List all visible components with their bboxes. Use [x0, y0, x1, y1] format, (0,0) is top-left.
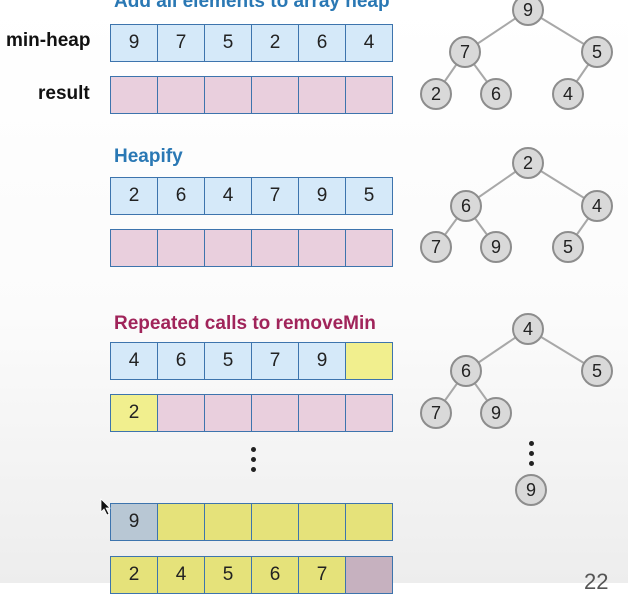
svg-text:4: 4 [592, 196, 602, 216]
tree-node: 2 [512, 147, 544, 179]
array-cell: 9 [298, 342, 346, 380]
array-cell: 9 [298, 177, 346, 215]
array-cell [251, 229, 299, 267]
tree-node: 6 [480, 78, 512, 110]
svg-text:9: 9 [523, 0, 533, 20]
tree-node: 6 [450, 190, 482, 222]
svg-text:2: 2 [431, 84, 441, 104]
array-cell: 6 [251, 556, 299, 594]
svg-text:6: 6 [491, 84, 501, 104]
heap-array-1: 9 7 5 2 6 4 [110, 24, 393, 62]
array-cell: 2 [110, 556, 158, 594]
array-cell [251, 394, 299, 432]
tree-node: 7 [420, 231, 452, 263]
array-cell [157, 503, 205, 541]
heap-array-4: 9 [110, 503, 393, 541]
svg-text:6: 6 [461, 196, 471, 216]
array-cell [345, 342, 393, 380]
array-cell: 4 [345, 24, 393, 62]
array-cell: 9 [110, 503, 158, 541]
tree-1: 9 7 5 2 6 4 [420, 0, 613, 110]
svg-text:7: 7 [431, 403, 441, 423]
svg-text:5: 5 [563, 237, 573, 257]
result-array-5: 2 4 5 6 7 [110, 556, 393, 594]
result-array-1 [110, 76, 393, 114]
tree-node: 5 [581, 36, 613, 68]
array-cell: 7 [157, 24, 205, 62]
svg-text:9: 9 [491, 237, 501, 257]
array-cell: 7 [251, 342, 299, 380]
array-cell: 2 [251, 24, 299, 62]
result-label: result [38, 83, 90, 104]
svg-text:5: 5 [592, 42, 602, 62]
heap-array-3: 4 6 5 7 9 [110, 342, 393, 380]
array-cell [157, 394, 205, 432]
page-number: 22 [584, 569, 609, 594]
array-cell: 6 [298, 24, 346, 62]
ellipsis-dots [529, 441, 534, 466]
array-cell: 4 [110, 342, 158, 380]
mouse-cursor-icon [100, 498, 111, 516]
svg-text:9: 9 [491, 403, 501, 423]
tree-node: 4 [552, 78, 584, 110]
array-cell [345, 556, 393, 594]
svg-text:4: 4 [523, 319, 533, 339]
array-cell: 5 [204, 342, 252, 380]
svg-text:6: 6 [461, 361, 471, 381]
array-cell [298, 503, 346, 541]
min-heap-label: min-heap [6, 30, 91, 51]
section-title-remove-min: Repeated calls to removeMin [114, 313, 376, 334]
svg-text:4: 4 [563, 84, 573, 104]
tree-node: 6 [450, 355, 482, 387]
array-cell [298, 76, 346, 114]
tree-node: 9 [480, 397, 512, 429]
svg-text:7: 7 [431, 237, 441, 257]
tree-node: 5 [552, 231, 584, 263]
array-cell: 2 [110, 394, 158, 432]
array-cell [110, 229, 158, 267]
tree-node: 4 [512, 313, 544, 345]
array-cell: 5 [204, 556, 252, 594]
svg-text:2: 2 [523, 153, 533, 173]
tree-2: 2 6 4 7 9 5 [420, 147, 613, 263]
result-array-2 [110, 229, 393, 267]
svg-text:7: 7 [460, 42, 470, 62]
array-cell [345, 394, 393, 432]
tree-node: 9 [512, 0, 544, 26]
section-title-heapify: Heapify [114, 146, 183, 167]
tree-node: 9 [480, 231, 512, 263]
array-cell [204, 229, 252, 267]
array-cell: 5 [204, 24, 252, 62]
array-cell: 7 [298, 556, 346, 594]
tree-node: 7 [420, 397, 452, 429]
array-cell [345, 229, 393, 267]
array-cell [298, 229, 346, 267]
tree-node: 7 [449, 36, 481, 68]
tree-3: 4 6 5 7 9 9 [420, 313, 613, 506]
svg-text:5: 5 [592, 361, 602, 381]
tree-node: 9 [515, 474, 547, 506]
heap-array-2: 2 6 4 7 9 5 [110, 177, 393, 215]
array-cell [345, 76, 393, 114]
tree-node: 2 [420, 78, 452, 110]
section-title-add: Add all elements to array heap [114, 0, 390, 12]
array-cell [204, 503, 252, 541]
array-cell [251, 503, 299, 541]
array-cell [345, 503, 393, 541]
array-cell: 4 [157, 556, 205, 594]
ellipsis-dots [251, 447, 256, 472]
array-cell: 5 [345, 177, 393, 215]
svg-text:9: 9 [526, 480, 536, 500]
tree-node: 4 [581, 190, 613, 222]
tree-node: 5 [581, 355, 613, 387]
result-array-3: 2 [110, 394, 393, 432]
